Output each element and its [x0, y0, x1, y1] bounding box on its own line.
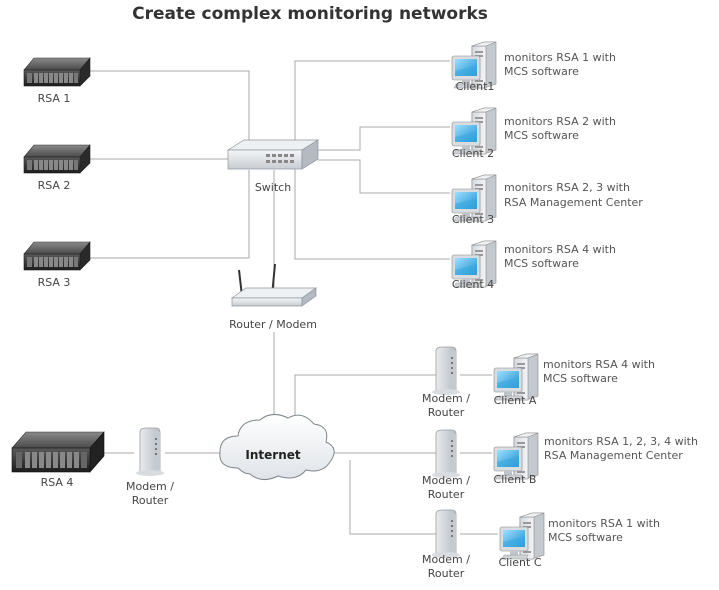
modem-router-c: Modem / Router	[422, 509, 470, 580]
link-internet-modem-a	[294, 374, 436, 420]
modem-router-label-line1: Modem /	[422, 474, 470, 487]
router-modem: Router / Modem	[229, 263, 318, 331]
switch: Switch	[226, 139, 320, 194]
rsa1-label: RSA 1	[38, 92, 71, 105]
modem-router-b: Modem / Router	[422, 429, 470, 501]
client-c: Client C monitors RSA 1 with MCS softwar…	[498, 512, 660, 569]
modem-icon	[431, 429, 461, 479]
server-icon	[23, 241, 91, 271]
router-icon	[230, 263, 318, 307]
client-desc-line1: monitors RSA 1 with	[548, 517, 660, 530]
client-b: Client B monitors RSA 1, 2, 3, 4 with RS…	[493, 432, 698, 486]
rsa2-label: RSA 2	[38, 179, 71, 192]
client-label: Client 3	[452, 213, 494, 226]
client-desc-line1: monitors RSA 2 with	[504, 115, 616, 128]
link-switch-client1	[294, 60, 450, 150]
link-switch-client3	[318, 159, 450, 194]
client-desc-line1: monitors RSA 4 with	[543, 358, 655, 371]
client-4: Client 4 monitors RSA 4 with MCS softwar…	[451, 240, 616, 291]
client-1: Client1 monitors RSA 1 with MCS software	[451, 41, 616, 93]
client-label: Client 4	[452, 278, 494, 291]
switch-icon	[226, 139, 320, 170]
client-label: Client1	[456, 80, 495, 93]
router-modem-label: Router / Modem	[229, 318, 317, 331]
client-desc-line1: monitors RSA 4 with	[504, 243, 616, 256]
client-desc-line2: MCS software	[543, 372, 618, 385]
link-rsa1-switch	[90, 70, 250, 150]
client-desc-line2: MCS software	[504, 129, 579, 142]
link-rsa3-switch	[90, 170, 250, 259]
link-switch-client2	[318, 126, 450, 151]
client-desc-line2: MCS software	[504, 65, 579, 78]
desktop-computer-icon	[499, 512, 545, 560]
link-internet-modem-c	[349, 460, 436, 535]
modem-icon	[431, 509, 461, 559]
client-2: Client 2 monitors RSA 2 with MCS softwar…	[451, 107, 616, 160]
client-label: Client 2	[452, 147, 494, 160]
link-switch-client4	[294, 168, 450, 260]
rsa3-server: RSA 3	[23, 241, 91, 289]
modem-router-label-line1: Modem /	[422, 553, 470, 566]
rsa4-server: RSA 4	[11, 431, 105, 489]
modem-router-a: Modem / Router	[422, 346, 470, 419]
switch-label: Switch	[255, 181, 291, 194]
server-icon	[23, 144, 91, 174]
client-label: Client C	[498, 556, 541, 569]
client-a: Client A monitors RSA 4 with MCS softwar…	[493, 353, 655, 407]
modem-icon	[431, 346, 461, 396]
client-3: Client 3 monitors RSA 2, 3 with RSA Mana…	[451, 174, 643, 226]
rsa4-label: RSA 4	[41, 476, 74, 489]
modem-router-label-line2: Router	[428, 406, 465, 419]
client-desc-line2: MCS software	[504, 257, 579, 270]
client-desc-line1: monitors RSA 1, 2, 3, 4 with	[544, 435, 698, 448]
internet-cloud: Internet	[219, 414, 335, 480]
cloud-icon	[219, 414, 335, 480]
connection-lines	[90, 60, 498, 535]
modem-router-label-line1: Modem /	[126, 480, 174, 493]
modem-router-label-line1: Modem /	[422, 392, 470, 405]
client-desc-line2: MCS software	[548, 531, 623, 544]
modem-router-label-line2: Router	[428, 488, 465, 501]
modem-router-label-line2: Router	[428, 567, 465, 580]
rsa2-server: RSA 2	[23, 144, 91, 192]
client-label: Client B	[494, 473, 537, 486]
client-desc-line1: monitors RSA 1 with	[504, 51, 616, 64]
server-icon	[23, 57, 91, 87]
client-desc-line1: monitors RSA 2, 3 with	[504, 181, 630, 194]
internet-label: Internet	[245, 448, 300, 462]
client-label: Client A	[494, 394, 537, 407]
client-desc-line2: RSA Management Center	[544, 449, 683, 462]
modem-icon	[135, 427, 165, 477]
modem-router-rsa4: Modem / Router	[126, 427, 174, 507]
server-icon	[11, 431, 105, 473]
diagram-title: Create complex monitoring networks	[132, 4, 488, 24]
rsa3-label: RSA 3	[38, 276, 71, 289]
client-desc-line2: RSA Management Center	[504, 196, 643, 209]
rsa1-server: RSA 1	[23, 57, 91, 105]
modem-router-label-line2: Router	[132, 494, 169, 507]
